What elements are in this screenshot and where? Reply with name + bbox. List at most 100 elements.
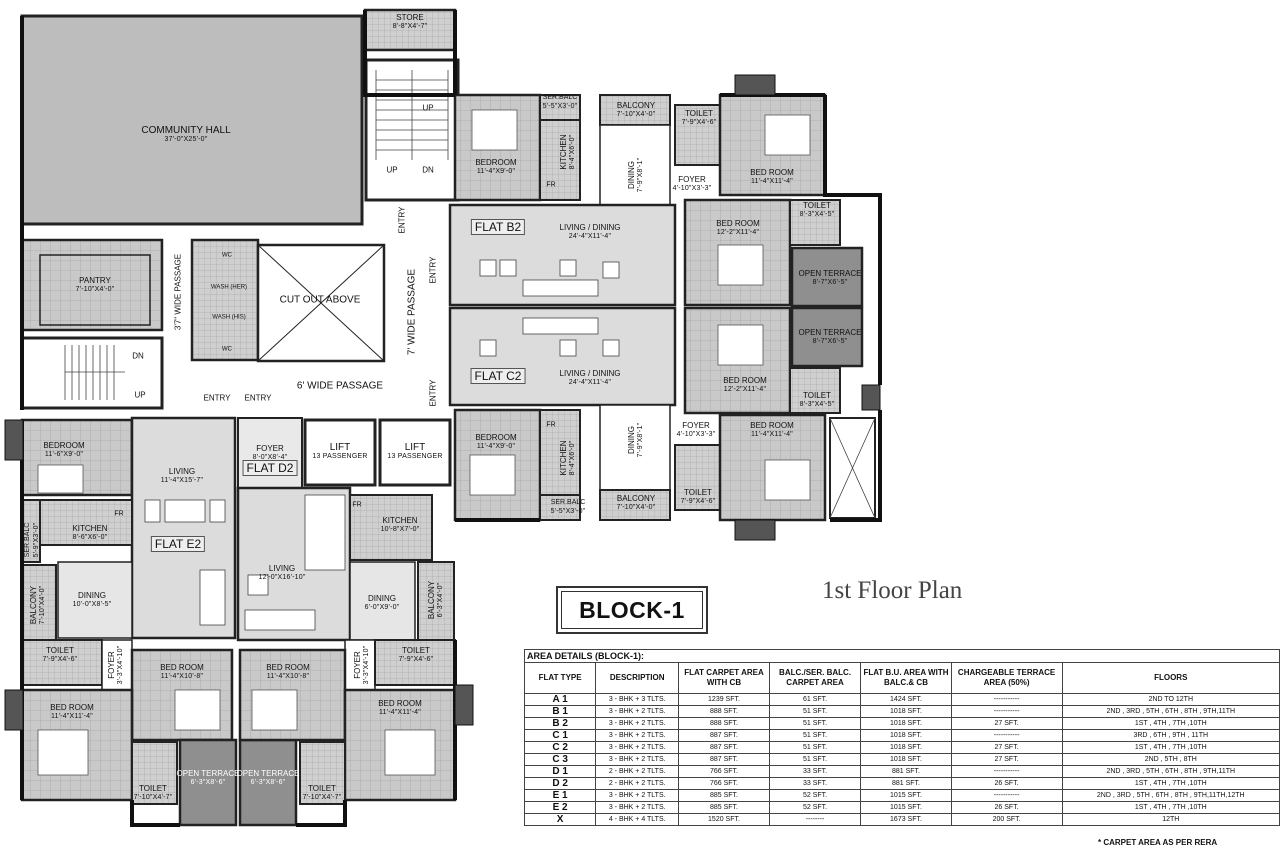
- table-cell: 1018 SFT.: [860, 753, 952, 766]
- store-area: [363, 8, 457, 52]
- flat-d2-dining: [349, 561, 416, 641]
- table-cell: 26 SFT.: [950, 777, 1063, 790]
- table-cell: -----------: [950, 765, 1063, 778]
- entry-label: ENTRY: [428, 379, 438, 407]
- entry-label: ENTRY: [244, 393, 272, 403]
- table-cell: 33 SFT.: [768, 765, 862, 778]
- table-cell: 3RD , 6TH , 9TH , 11TH: [1061, 729, 1280, 742]
- table-header: FLAT B.U. AREA WITH BALC.& CB: [860, 662, 952, 694]
- table-header: BALC./SER. BALC. CARPET AREA: [768, 662, 862, 694]
- block-label-text: BLOCK-1: [579, 596, 685, 623]
- table-cell: 766 SFT.: [678, 777, 770, 790]
- table-cell: 1520 SFT.: [678, 813, 770, 826]
- room-label: CUT OUT ABOVE: [279, 294, 361, 306]
- table-cell: 52 SFT.: [768, 789, 862, 802]
- stair-label: UP: [422, 103, 434, 113]
- table-cell: 3 - BHK + 3 TLTS.: [595, 693, 680, 706]
- stair-label: DN: [132, 351, 144, 361]
- fridge-label: FR: [114, 510, 124, 518]
- table-cell: X: [523, 813, 597, 826]
- fridge-label: FR: [352, 501, 362, 509]
- flat-e2-toilet-2: [131, 741, 178, 805]
- table-cell: 887 SFT.: [678, 741, 770, 754]
- room-label: 6' WIDE PASSAGE: [296, 380, 384, 392]
- table-cell: 1ST , 4TH , 7TH ,10TH: [1061, 777, 1280, 790]
- table-cell: 1018 SFT.: [860, 729, 952, 742]
- table-cell: 27 SFT.: [950, 717, 1063, 730]
- table-cell: 52 SFT.: [768, 801, 862, 814]
- stair-label: UP: [134, 390, 146, 400]
- flat-tag: FLAT B2: [470, 219, 526, 235]
- table-cell: 51 SFT.: [768, 741, 862, 754]
- table-cell: 3 - BHK + 2 TLTS.: [595, 729, 680, 742]
- stair-label: DN: [422, 165, 434, 175]
- table-cell: 27 SFT.: [950, 753, 1063, 766]
- table-cell: -----------: [950, 705, 1063, 718]
- table-cell: E 1: [523, 789, 597, 802]
- stair-label: UP: [386, 165, 398, 175]
- table-cell: 51 SFT.: [768, 705, 862, 718]
- table-cell: 1673 SFT.: [860, 813, 952, 826]
- staircase-lower: [20, 336, 164, 410]
- table-cell: 3 - BHK + 2 TLTS.: [595, 717, 680, 730]
- table-cell: 12TH: [1061, 813, 1280, 826]
- table-cell: 766 SFT.: [678, 765, 770, 778]
- table-cell: A 1: [523, 693, 597, 706]
- table-header: DESCRIPTION: [595, 662, 680, 694]
- table-cell: 2ND , 5TH , 8TH: [1061, 753, 1280, 766]
- lift-1: [303, 418, 377, 487]
- table-cell: --------: [768, 813, 862, 826]
- room-label: 7' WIDE PASSAGE: [406, 268, 418, 356]
- table-cell: 33 SFT.: [768, 777, 862, 790]
- table-cell: 881 SFT.: [860, 765, 952, 778]
- table-cell: 1015 SFT.: [860, 801, 952, 814]
- table-caption: AREA DETAILS (BLOCK-1):: [524, 649, 1280, 663]
- table-cell: -----------: [950, 789, 1063, 802]
- flat-c2-balcony: [599, 489, 671, 521]
- lift-2: [378, 418, 452, 487]
- table-cell: 1239 SFT.: [678, 693, 770, 706]
- table-cell: C 2: [523, 741, 597, 754]
- table-cell: 1018 SFT.: [860, 741, 952, 754]
- table-cell: 3 - BHK + 2 TLTS.: [595, 753, 680, 766]
- block-label: BLOCK-1: [556, 586, 708, 634]
- flat-c2-dining: [599, 404, 671, 491]
- toilet-label: WC: [222, 346, 232, 353]
- flat-b2-toilet-2: [789, 199, 841, 246]
- table-cell: 881 SFT.: [860, 777, 952, 790]
- table-cell: 51 SFT.: [768, 753, 862, 766]
- table-cell: 885 SFT.: [678, 789, 770, 802]
- table-header: FLAT CARPET AREA WITH CB: [678, 662, 770, 694]
- table-cell: 3 - BHK + 2 TLTS.: [595, 789, 680, 802]
